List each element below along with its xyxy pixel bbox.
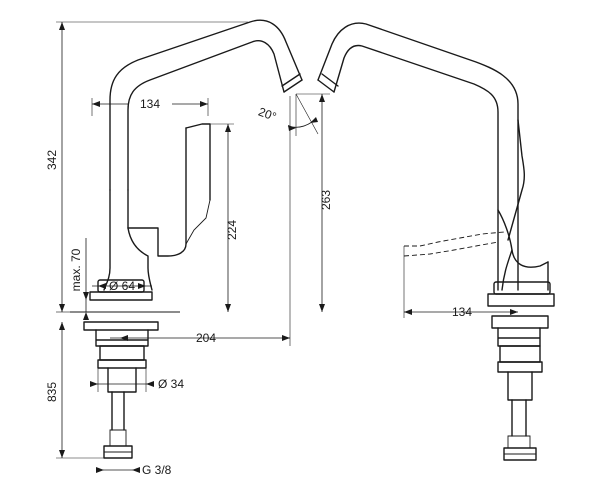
right-deck-gasket	[491, 315, 549, 329]
left-dimensions: 342 max. 70 134 224 Ø 64 204	[45, 21, 333, 477]
left-spout-outer	[109, 19, 303, 191]
dim-overall-height: 342	[45, 150, 59, 170]
right-dimensions: 134	[404, 305, 518, 319]
right-spout-outlet	[317, 73, 339, 93]
left-spout-outlet	[281, 73, 303, 93]
right-lever	[507, 119, 525, 241]
left-lever-top	[185, 123, 211, 201]
left-mounting-nut	[99, 345, 145, 361]
dim-hole-diameter: Ø 34	[158, 377, 184, 391]
dim-spout-angle: 20°	[256, 105, 278, 124]
left-lever-face	[185, 199, 211, 245]
dim-total-length: 835	[45, 382, 59, 402]
left-deck-gasket	[83, 321, 159, 331]
left-faucet-view	[70, 19, 303, 459]
left-shank	[107, 367, 137, 393]
left-washer	[97, 359, 147, 369]
left-base-plate	[89, 291, 153, 301]
right-hose-braid	[507, 435, 531, 449]
left-body-front	[127, 227, 153, 291]
dim-projection: 204	[196, 331, 216, 345]
left-lever-handle	[127, 127, 187, 257]
right-rotation-dash	[404, 231, 505, 247]
left-body	[103, 189, 129, 291]
right-mounting-nut	[499, 345, 541, 363]
dim-base-diameter: Ø 64	[109, 279, 135, 293]
dim-max-deck: max. 70	[69, 248, 83, 291]
right-spout-inner	[333, 44, 499, 291]
left-hose-braid	[109, 429, 127, 447]
right-deck-nut	[497, 327, 541, 347]
right-spout-outer	[317, 22, 519, 291]
right-shank	[507, 371, 533, 401]
right-faucet-view	[317, 22, 555, 461]
dim-reach-left: 134	[140, 97, 160, 111]
right-base-plate	[487, 293, 555, 307]
right-washer	[497, 361, 543, 373]
right-hose-fitting	[503, 447, 537, 461]
right-body-front	[501, 249, 549, 291]
left-hose-fitting	[103, 445, 133, 459]
dim-spout-height: 263	[319, 190, 333, 210]
dim-reach-right: 134	[452, 305, 472, 319]
right-lever-body	[497, 209, 549, 268]
right-rotation-dash-2	[403, 241, 499, 257]
dim-thread: G 3/8	[142, 463, 172, 477]
dim-handle-height: 224	[225, 220, 239, 240]
left-spout-inner	[127, 40, 285, 191]
